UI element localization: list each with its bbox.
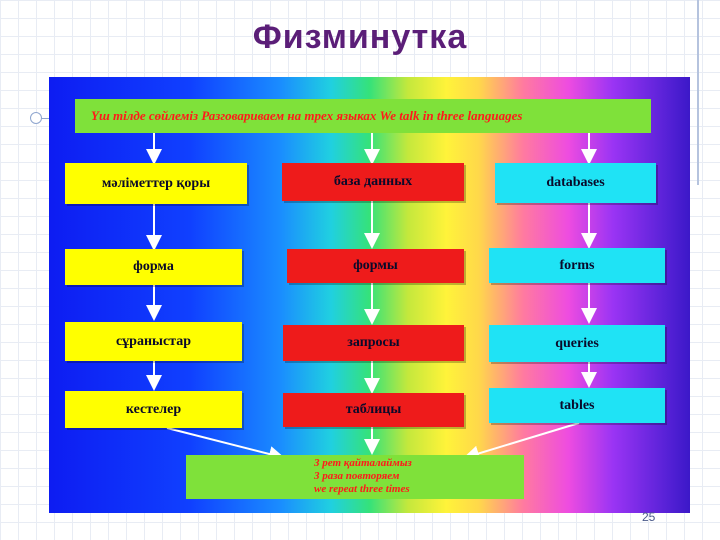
russian-box-tables: таблицы — [283, 393, 464, 427]
diagram-panel: Үш тілде сөйлеміз Разговариваем на трех … — [49, 77, 690, 513]
connector-arrows — [146, 133, 597, 462]
english-box-queries: queries — [489, 325, 665, 362]
arrow-english-to-bottom — [463, 422, 580, 462]
russian-box-queries: запросы — [283, 325, 464, 361]
slide-title: Физминутка — [252, 18, 468, 56]
russian-box-databases: база данных — [282, 163, 464, 201]
page-number: 25 — [642, 510, 656, 524]
kazakh-box-queries: сұраныстар — [65, 322, 242, 361]
repeat-box: 3 рет қайталаймыз 3 раза повторяем we re… — [186, 455, 524, 499]
repeat-line-kazakh: 3 рет қайталаймыз — [314, 457, 412, 469]
arrow-kazakh-to-bottom — [166, 427, 285, 462]
repeat-line-russian: 3 раза повторяем — [314, 470, 400, 482]
english-box-tables: tables — [489, 388, 665, 423]
english-box-databases: databases — [495, 163, 656, 203]
decorative-vertical-line — [697, 0, 699, 185]
english-box-forms: forms — [489, 248, 665, 283]
decorative-circle — [30, 112, 42, 124]
kazakh-box-databases: мәліметтер қоры — [65, 163, 247, 204]
repeat-line-english: we repeat three times — [314, 483, 410, 495]
kazakh-box-form: форма — [65, 249, 242, 285]
top-banner: Үш тілде сөйлеміз Разговариваем на трех … — [75, 99, 651, 133]
russian-box-forms: формы — [287, 249, 464, 283]
kazakh-box-tables: кестелер — [65, 391, 242, 428]
